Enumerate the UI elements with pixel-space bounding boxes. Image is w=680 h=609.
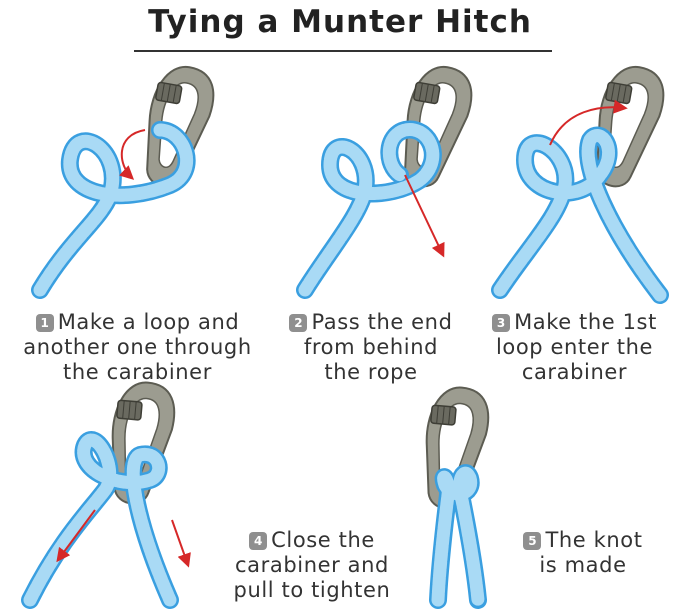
step-5-line-2: is made bbox=[539, 553, 627, 577]
step-1-arrow bbox=[119, 129, 146, 180]
step-1-line-2: another one through bbox=[23, 335, 252, 359]
step-5-rope bbox=[429, 464, 487, 609]
page-title: Tying a Munter Hitch bbox=[148, 4, 532, 40]
step-4-rope bbox=[21, 431, 179, 609]
step-2-badge: 2 bbox=[289, 314, 308, 332]
step-2-arrow bbox=[404, 174, 445, 258]
step-4-badge: 4 bbox=[249, 532, 268, 550]
step-4-line-3: pull to tighten bbox=[233, 578, 391, 602]
step-2-rope bbox=[296, 120, 442, 299]
step-3-line-2: loop enter the bbox=[495, 335, 654, 359]
step-5-illustration bbox=[419, 383, 492, 609]
step-1-rope bbox=[31, 121, 196, 299]
step-1-badge: 1 bbox=[35, 314, 54, 332]
step-1-line-3: the carabiner bbox=[63, 360, 212, 384]
step-3-line-3: carabiner bbox=[521, 360, 628, 384]
step-4-illustration bbox=[21, 378, 191, 609]
step-3-badge: 3 bbox=[492, 314, 511, 332]
step-3-illustration bbox=[491, 60, 670, 304]
step-5-badge: 5 bbox=[523, 532, 542, 550]
step-4-line-2: carabiner and bbox=[235, 553, 389, 577]
title-underline bbox=[134, 50, 552, 52]
step-3-arrow bbox=[549, 99, 628, 146]
step-3-rope bbox=[491, 126, 669, 304]
step-4-arrow-right bbox=[171, 519, 191, 568]
step-2-line-3: the rope bbox=[324, 360, 418, 384]
step-2-line-2: from behind bbox=[303, 335, 439, 359]
step-2-illustration bbox=[296, 60, 478, 299]
step-4-arrow-left bbox=[56, 509, 96, 563]
step-1-illustration bbox=[31, 60, 220, 299]
